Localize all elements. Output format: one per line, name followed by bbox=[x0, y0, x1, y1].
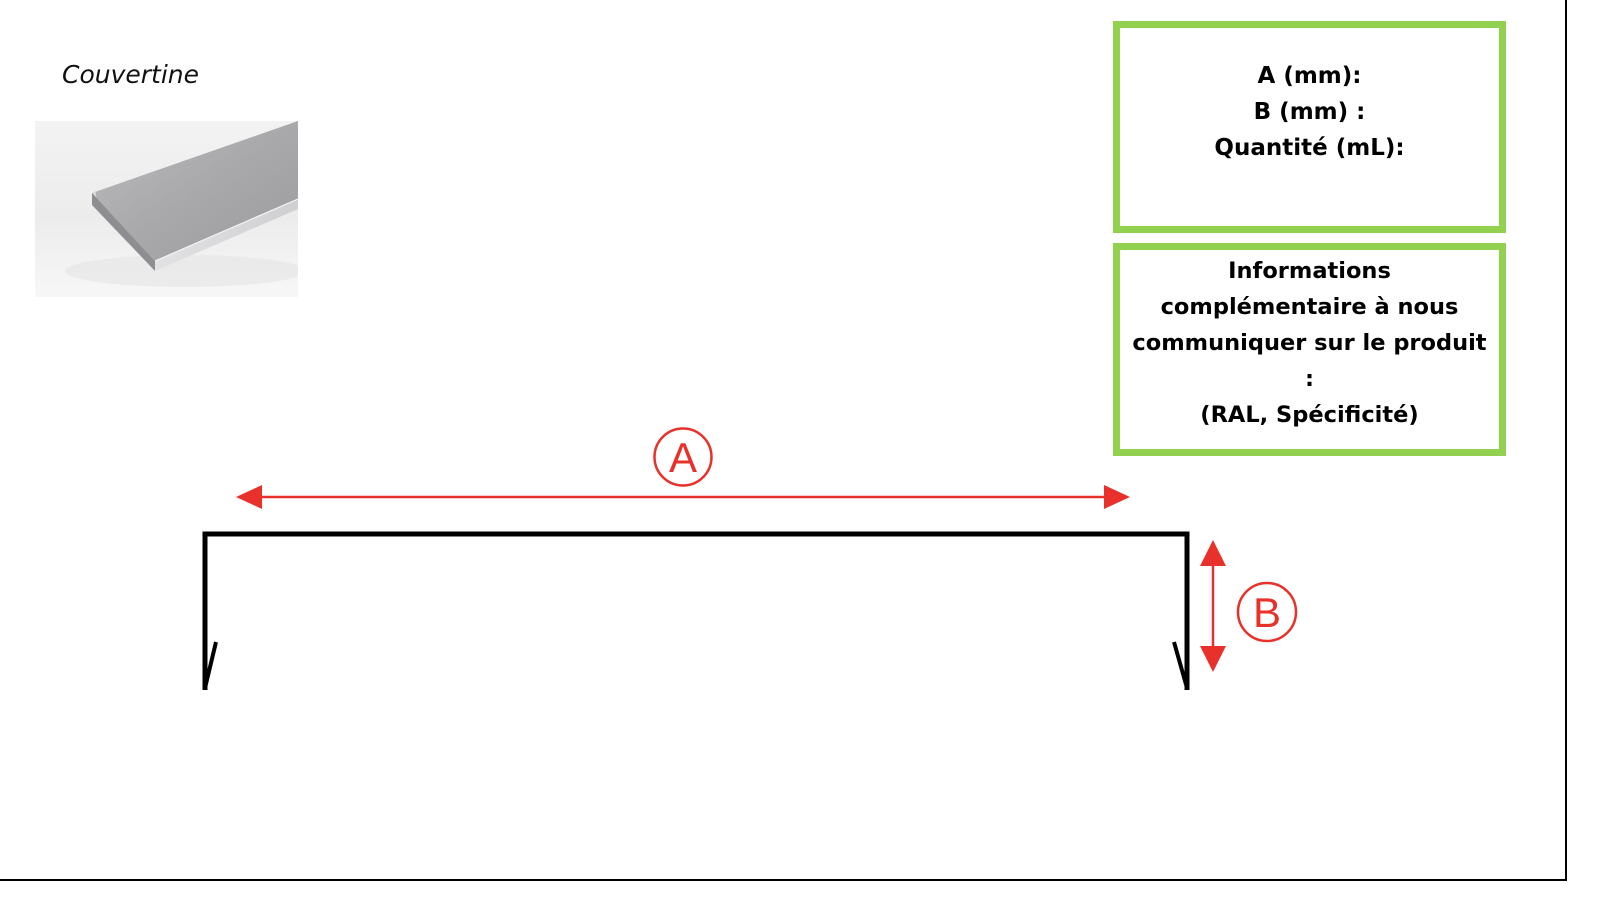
coping-right-drip-hook bbox=[1172, 641, 1189, 689]
coping-top-face bbox=[92, 121, 298, 261]
dimension-b-field-label: B (mm) : bbox=[1253, 99, 1366, 125]
dimensions-entry-box: A (mm): B (mm) : Quantité (mL): bbox=[1113, 21, 1506, 233]
product-shadow bbox=[65, 255, 305, 287]
coping-left-drip-hook bbox=[203, 641, 218, 689]
coping-product-illustration bbox=[65, 121, 305, 287]
dimension-a-marker-label: A bbox=[669, 434, 697, 481]
product-name: Couvertine bbox=[62, 60, 200, 89]
additional-info-line: complémentaire à nous bbox=[1160, 293, 1459, 320]
additional-info-line: Informations bbox=[1228, 257, 1391, 284]
dimension-b-bottom-arrowhead bbox=[1200, 646, 1226, 672]
dimension-a-left-arrowhead bbox=[236, 485, 262, 509]
dimension-b-marker-label: B bbox=[1253, 589, 1281, 636]
product-photo bbox=[35, 121, 305, 297]
coping-front-flange bbox=[155, 199, 298, 271]
additional-info-line: communiquer sur le produit : bbox=[1132, 329, 1487, 392]
slide-canvas: Couvertine A (mm): B (mm bbox=[0, 0, 1567, 881]
coping-profile-outline bbox=[202, 531, 1190, 690]
dimension-a-right-arrowhead bbox=[1104, 485, 1130, 509]
dimension-b-top-arrowhead bbox=[1200, 540, 1226, 566]
dimension-b-marker-circle bbox=[1236, 581, 1298, 643]
additional-info-box: Informations complémentaire à nous commu… bbox=[1113, 243, 1506, 456]
coping-profile-diagram: A B bbox=[202, 427, 1298, 690]
quantity-field-label: Quantité (mL): bbox=[1214, 135, 1405, 161]
coping-end-face bbox=[92, 193, 155, 271]
additional-info-line: (RAL, Spécificité) bbox=[1200, 401, 1419, 428]
dimension-a-field-label: A (mm): bbox=[1257, 63, 1362, 89]
dimension-a-marker-circle bbox=[653, 427, 713, 487]
coping-edge-highlight bbox=[154, 198, 299, 262]
